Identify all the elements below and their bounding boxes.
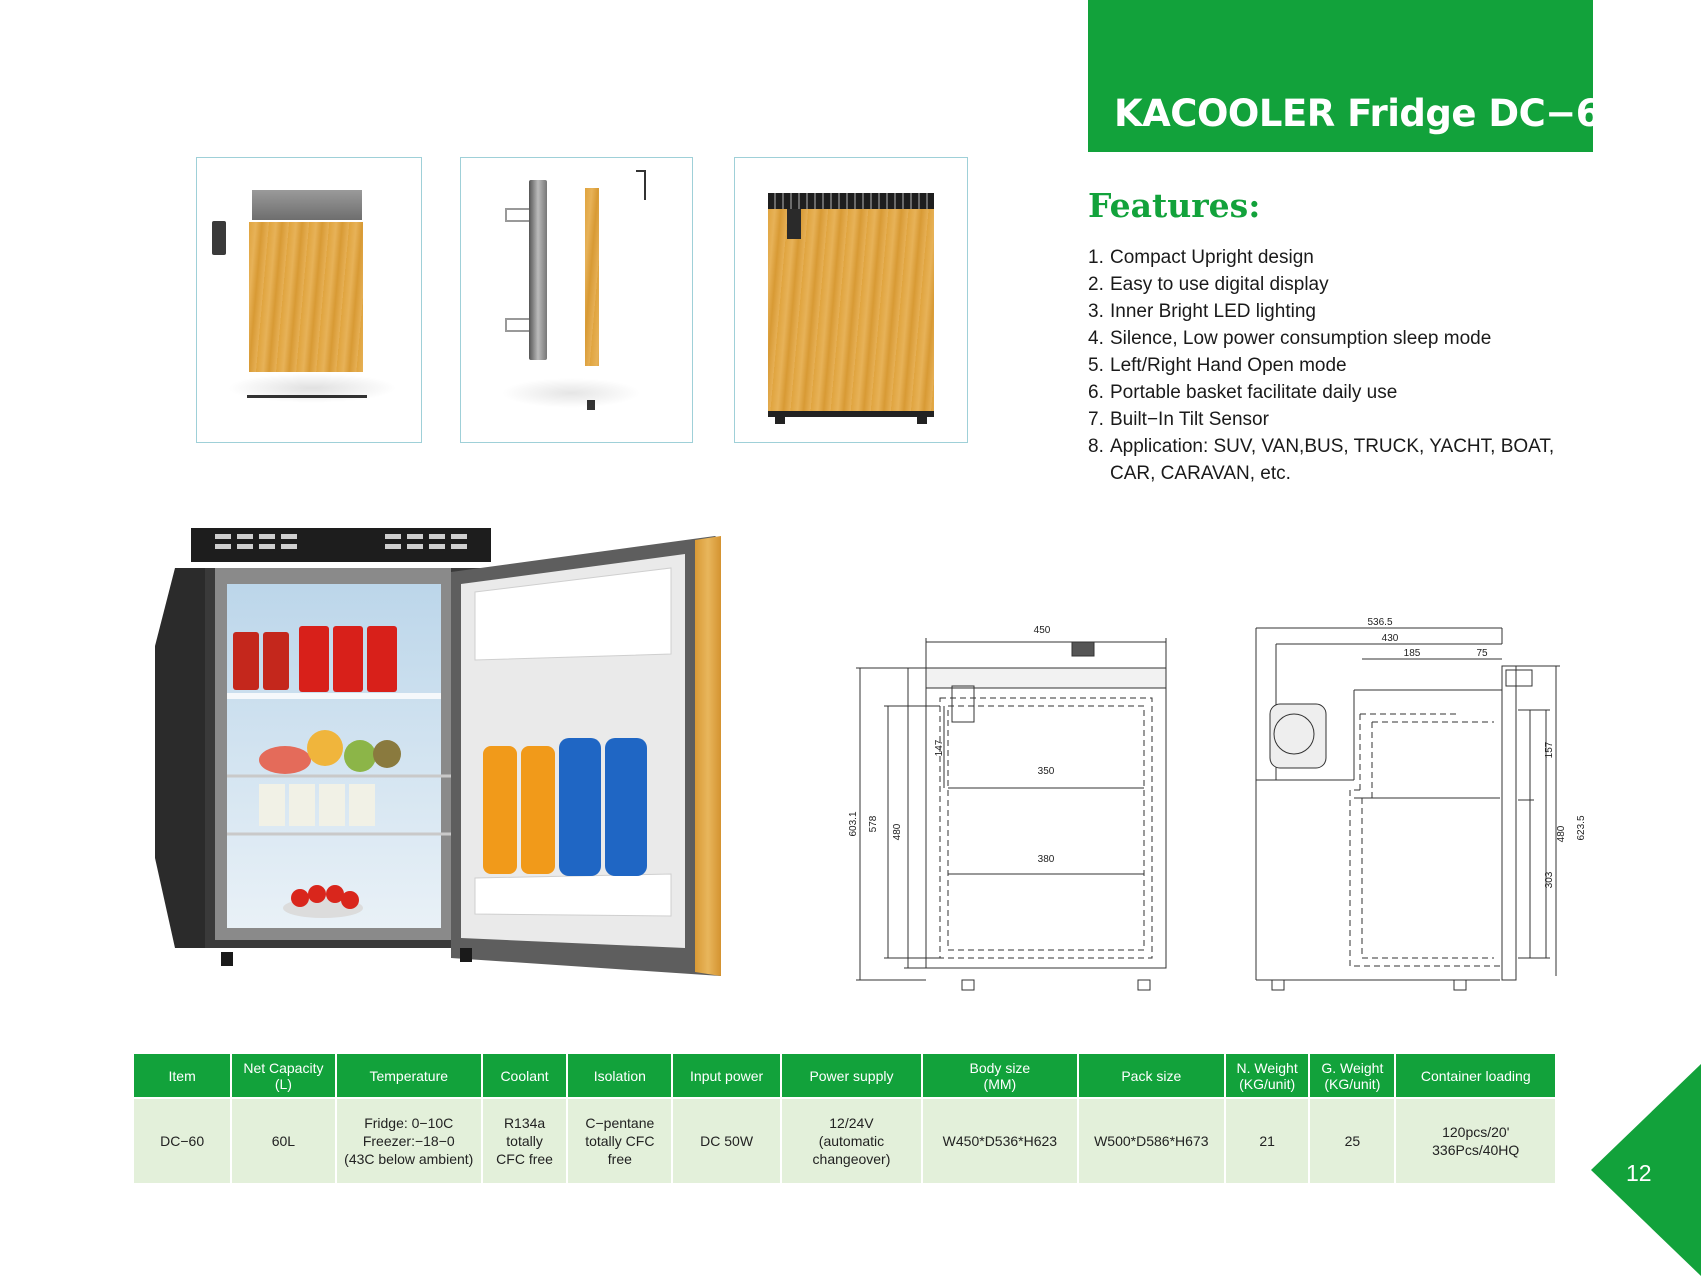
feature-item: 5.Left/Right Hand Open mode [1088,355,1347,376]
page-number: 12 [1626,1160,1652,1186]
cell-input-power: DC 50W [673,1097,780,1183]
dim-350: 350 [1038,766,1055,777]
dim-536: 536.5 [1367,617,1392,628]
cell-pack-size: W500*D586*H673 [1078,1097,1224,1183]
cell-item: DC−60 [134,1097,231,1183]
table-header-row: Item Net Capacity (L) Temperature Coolan… [134,1054,1555,1097]
col-pack-size: Pack size [1078,1054,1224,1097]
dim-578: 578 [868,815,879,832]
cell-isolation: C−pentane totally CFC free [568,1097,672,1183]
col-n-weight: N. Weight (KG/unit) [1226,1054,1309,1097]
side-dimension-drawing: 536.5 430 185 75 157 480 623.5 303 [1255,617,1587,991]
cell-net-capacity: 60L [232,1097,335,1183]
cell-body-size: W450*D536*H623 [923,1097,1077,1183]
col-power-supply: Power supply [781,1054,922,1097]
door-view-thumbnail [196,157,422,443]
dim-480: 480 [892,823,903,840]
side-view-thumbnail [460,157,693,443]
cell-n-weight: 21 [1226,1097,1309,1183]
feature-item: 1.Compact Upright design [1088,247,1314,268]
col-isolation: Isolation [568,1054,672,1097]
cell-coolant: R134a totally CFC free [482,1097,567,1183]
front-view-thumbnail [734,157,968,443]
col-body-size: Body size (MM) [923,1054,1077,1097]
col-item: Item [134,1054,231,1097]
front-dimension-drawing: 450 350 380 603.1 578 480 147 [848,625,1167,991]
feature-item: 8.Application: SUV, VAN,BUS, TRUCK, YACH… [1088,436,1555,484]
dim-185: 185 [1404,648,1421,659]
dim-303: 303 [1544,871,1555,888]
feature-item: 2.Easy to use digital display [1088,274,1329,295]
feature-item: 7.Built−In Tilt Sensor [1088,409,1269,430]
dim-380: 380 [1038,854,1055,865]
feature-item: 3.Inner Bright LED lighting [1088,301,1316,322]
dim-480: 480 [1556,825,1567,842]
page-title: KACOOLER Fridge DC−60 [1114,92,1627,135]
table-row: DC−60 60L Fridge: 0−10C Freezer:−18−0 (4… [134,1097,1555,1183]
cell-g-weight: 25 [1310,1097,1395,1183]
col-container-loading: Container loading [1396,1054,1555,1097]
features-heading: Features: [1088,186,1261,225]
dim-623: 623.5 [1576,815,1587,840]
cell-container-loading: 120pcs/20' 336Pcs/40HQ [1396,1097,1555,1183]
dim-75: 75 [1476,648,1488,659]
title-band: KACOOLER Fridge DC−60 [1088,0,1627,152]
spec-table: Item Net Capacity (L) Temperature Coolan… [132,1054,1557,1183]
features-list: 1.Compact Upright design 2.Easy to use d… [1088,244,1568,487]
dim-157: 157 [1544,741,1555,758]
col-coolant: Coolant [482,1054,567,1097]
open-fridge-photo [155,528,721,976]
feature-item: 6.Portable basket facilitate daily use [1088,382,1398,403]
page-corner-triangle [1591,1064,1701,1276]
col-net-capacity: Net Capacity (L) [232,1054,335,1097]
col-input-power: Input power [673,1054,780,1097]
dim-603: 603.1 [848,811,859,836]
dim-width-450: 450 [1034,625,1051,636]
feature-item: 4.Silence, Low power consumption sleep m… [1088,328,1492,349]
cell-power-supply: 12/24V (automatic changeover) [781,1097,922,1183]
dim-430: 430 [1382,633,1399,644]
col-temperature: Temperature [336,1054,481,1097]
dim-147: 147 [934,739,945,756]
cell-temperature: Fridge: 0−10C Freezer:−18−0 (43C below a… [336,1097,481,1183]
col-g-weight: G. Weight (KG/unit) [1310,1054,1395,1097]
